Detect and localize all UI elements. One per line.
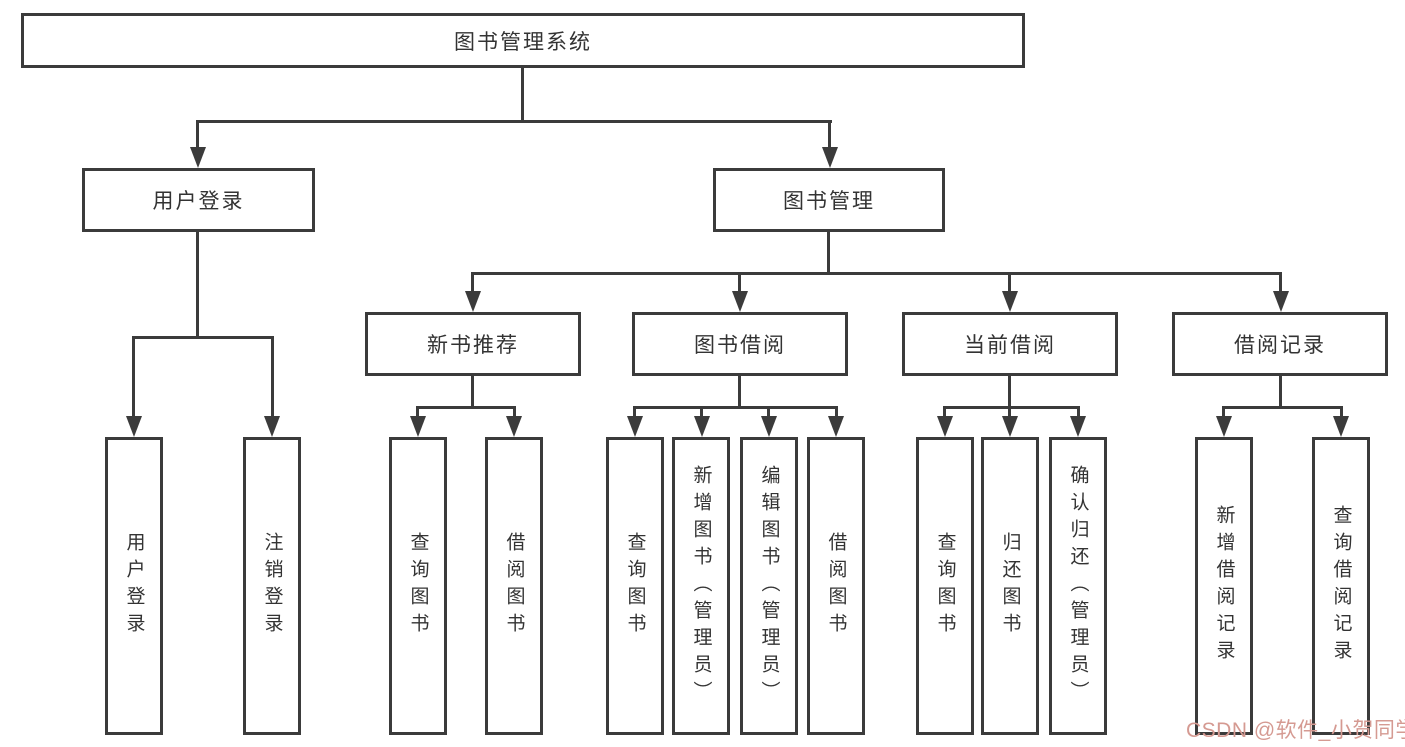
node-label: 图书管理系统 bbox=[454, 30, 592, 54]
arrowhead-down-icon bbox=[410, 416, 426, 437]
connector-bookmgmt-stem bbox=[827, 232, 830, 272]
connector-newbook-stem bbox=[471, 376, 474, 406]
connector-bookborrow-stem bbox=[738, 376, 741, 406]
connector-userlogin-bar bbox=[132, 336, 274, 339]
node-label: 查询图书 bbox=[407, 532, 429, 640]
node-label: 查询借阅记录 bbox=[1330, 505, 1352, 667]
arrowhead-down-icon bbox=[1070, 416, 1086, 437]
arrowhead-down-icon bbox=[190, 147, 206, 168]
connector-userlogin-stem bbox=[196, 232, 199, 336]
connector-stem bbox=[513, 406, 516, 417]
node-label: 用户登录 bbox=[152, 190, 245, 213]
connector-stem bbox=[835, 406, 838, 417]
node-label: 归还图书 bbox=[999, 532, 1021, 640]
node-label: 新书推荐 bbox=[427, 334, 519, 357]
node-label: 借阅图书 bbox=[503, 532, 525, 640]
connector-stem bbox=[471, 272, 474, 292]
connector-stem bbox=[828, 120, 831, 148]
arrowhead-down-icon bbox=[627, 416, 643, 437]
node-label: 借阅图书 bbox=[825, 532, 847, 640]
arrowhead-down-icon bbox=[761, 416, 777, 437]
connector-stem bbox=[416, 406, 419, 417]
leaf-edit-books-admin: 编辑图书（管理员） bbox=[740, 437, 798, 735]
arrowhead-down-icon bbox=[694, 416, 710, 437]
connector-stem bbox=[1340, 406, 1343, 417]
node-label: 确认归还（管理员） bbox=[1067, 464, 1089, 708]
arrowhead-down-icon bbox=[828, 416, 844, 437]
connector-stem bbox=[1008, 406, 1011, 417]
node-label: 用户登录 bbox=[123, 532, 145, 640]
connector-stem bbox=[700, 406, 703, 417]
csdn-watermark: CSDN @软件_小贺同学 bbox=[1186, 719, 1405, 742]
leaf-query-books-borrowing: 查询图书 bbox=[606, 437, 664, 735]
connector-stem bbox=[132, 336, 135, 417]
arrowhead-down-icon bbox=[1273, 291, 1289, 312]
node-label: 新增图书（管理员） bbox=[690, 464, 712, 708]
connector-stem bbox=[1077, 406, 1080, 417]
connector-bookborrow-bar bbox=[633, 406, 838, 409]
node-book-borrowing: 图书借阅 bbox=[632, 312, 848, 376]
node-book-management: 图书管理 bbox=[713, 168, 945, 232]
node-label: 新增借阅记录 bbox=[1213, 505, 1235, 667]
connector-stem bbox=[1008, 272, 1011, 292]
connector-root-stem bbox=[521, 65, 524, 120]
node-label: 借阅记录 bbox=[1234, 334, 1326, 357]
connector-stem bbox=[271, 336, 274, 417]
connector-stem bbox=[196, 120, 199, 148]
node-label: 查询图书 bbox=[934, 532, 956, 640]
node-label: 注销登录 bbox=[261, 532, 283, 640]
leaf-borrow-books: 借阅图书 bbox=[807, 437, 865, 735]
leaf-query-books-current: 查询图书 bbox=[916, 437, 974, 735]
arrowhead-down-icon bbox=[1333, 416, 1349, 437]
connector-stem bbox=[1279, 272, 1282, 292]
arrowhead-down-icon bbox=[506, 416, 522, 437]
arrowhead-down-icon bbox=[264, 416, 280, 437]
leaf-add-borrow-record: 新增借阅记录 bbox=[1195, 437, 1253, 735]
node-label: 图书管理 bbox=[783, 190, 875, 213]
leaf-query-books-recommend: 查询图书 bbox=[389, 437, 447, 735]
node-borrowing-records: 借阅记录 bbox=[1172, 312, 1388, 376]
node-user-login: 用户登录 bbox=[82, 168, 315, 232]
node-current-borrowing: 当前借阅 bbox=[902, 312, 1118, 376]
arrowhead-down-icon bbox=[1002, 416, 1018, 437]
arrowhead-down-icon bbox=[822, 147, 838, 168]
node-library-system: 图书管理系统 bbox=[21, 13, 1025, 68]
node-label: 编辑图书（管理员） bbox=[758, 464, 780, 708]
leaf-logout: 注销登录 bbox=[243, 437, 301, 735]
leaf-query-borrow-record: 查询借阅记录 bbox=[1312, 437, 1370, 735]
connector-newbook-bar bbox=[416, 406, 516, 409]
leaf-return-books: 归还图书 bbox=[981, 437, 1039, 735]
arrowhead-down-icon bbox=[126, 416, 142, 437]
connector-stem bbox=[633, 406, 636, 417]
arrowhead-down-icon bbox=[732, 291, 748, 312]
connector-currentborrow-stem bbox=[1008, 376, 1011, 406]
node-label: 图书借阅 bbox=[694, 334, 786, 357]
arrowhead-down-icon bbox=[1216, 416, 1232, 437]
leaf-confirm-return-admin: 确认归还（管理员） bbox=[1049, 437, 1107, 735]
connector-stem bbox=[1222, 406, 1225, 417]
connector-stem bbox=[738, 272, 741, 292]
leaf-user-login: 用户登录 bbox=[105, 437, 163, 735]
arrowhead-down-icon bbox=[465, 291, 481, 312]
arrowhead-down-icon bbox=[1002, 291, 1018, 312]
leaf-borrow-books-recommend: 借阅图书 bbox=[485, 437, 543, 735]
connector-currentborrow-bar bbox=[943, 406, 1080, 409]
leaf-add-books-admin: 新增图书（管理员） bbox=[672, 437, 730, 735]
connector-stem bbox=[767, 406, 770, 417]
connector-root-bar bbox=[196, 120, 832, 123]
arrowhead-down-icon bbox=[937, 416, 953, 437]
node-label: 当前借阅 bbox=[964, 334, 1056, 357]
connector-stem bbox=[943, 406, 946, 417]
node-new-book-recommendation: 新书推荐 bbox=[365, 312, 581, 376]
node-label: 查询图书 bbox=[624, 532, 646, 640]
connector-records-bar bbox=[1222, 406, 1343, 409]
connector-records-stem bbox=[1279, 376, 1282, 406]
connector-bookmgmt-bar bbox=[471, 272, 1282, 275]
